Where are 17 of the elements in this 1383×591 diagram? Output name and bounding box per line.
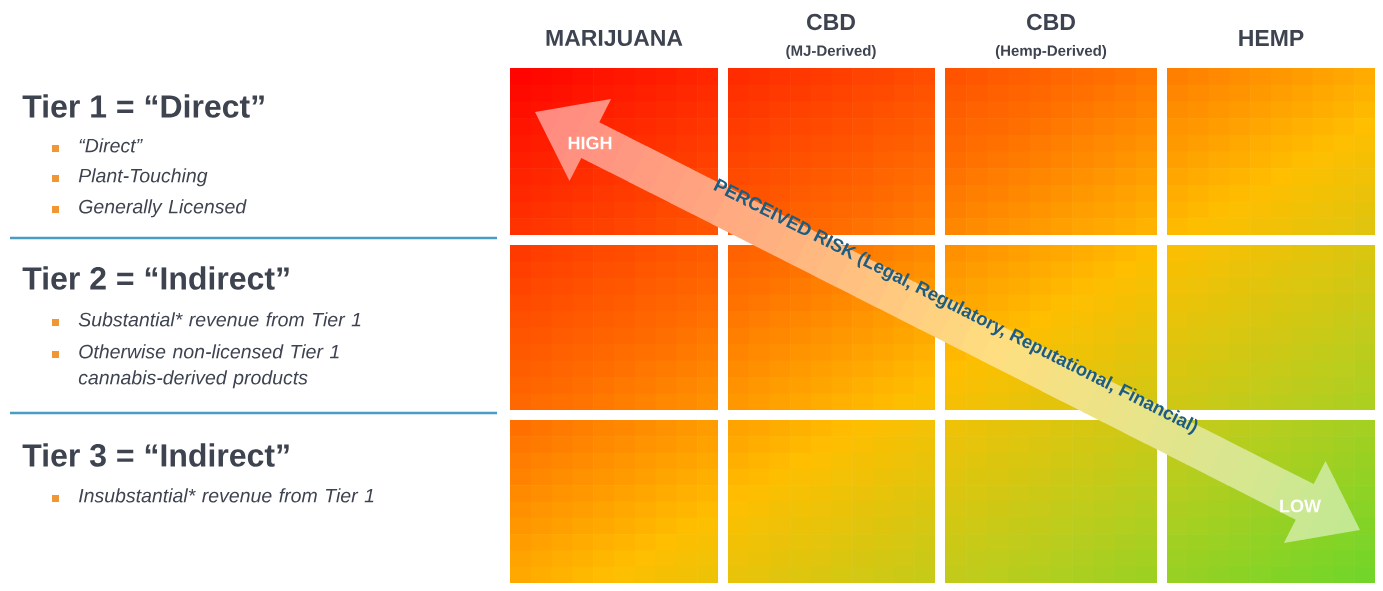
arrow-end-label: HIGH: [568, 136, 612, 150]
tier-heading: Tier 2 = “Indirect”: [22, 266, 289, 290]
bullet-item: Generally Licensed: [52, 199, 247, 218]
bullet-item: Substantial* revenue from Tier 1: [52, 312, 361, 327]
header-label: MARIJUANA: [546, 29, 683, 46]
header-label: CBD: [807, 13, 855, 31]
header-label: CBD: [1027, 13, 1075, 31]
tier-heading: Tier 1 = “Direct”: [22, 94, 264, 118]
header-label: HEMP: [1239, 30, 1304, 46]
bullet-item: Insubstantial* revenue from Tier 1: [52, 488, 374, 503]
header-label: (Hemp-Derived): [995, 45, 1107, 59]
header-label: (MJ-Derived): [786, 45, 876, 59]
arrow-end-label: LOW: [1280, 499, 1321, 513]
bullet-item: Plant-Touching: [52, 168, 208, 187]
bullet-item: Otherwise non-licensed Tier 1 cannabis-derived products: [52, 344, 339, 389]
tier-heading: Tier 3 = “Indirect”: [22, 443, 289, 467]
bullet-item: “Direct”: [52, 138, 143, 153]
